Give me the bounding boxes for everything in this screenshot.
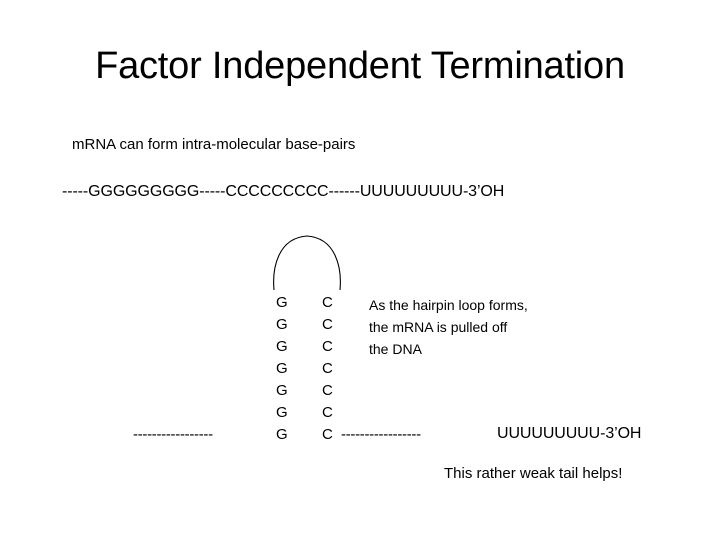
strand-dashes-left: ----------------- bbox=[133, 426, 213, 443]
basepair-row: G C bbox=[276, 380, 368, 402]
base-left: G bbox=[276, 426, 288, 443]
base-left: G bbox=[276, 316, 288, 333]
caption-text: This rather weak tail helps! bbox=[444, 465, 623, 482]
rna-sequence-line: -----GGGGGGGGG-----CCCCCCCCC------UUUUUU… bbox=[62, 183, 505, 200]
basepair-row: G C bbox=[276, 424, 368, 446]
annotation-line-1: As the hairpin loop forms, bbox=[369, 297, 528, 313]
basepair-row: G C bbox=[276, 314, 368, 336]
annotation-text: As the hairpin loop forms, the mRNA is p… bbox=[369, 294, 528, 360]
base-right: C bbox=[322, 316, 333, 333]
annotation-line-2: the mRNA is pulled off bbox=[369, 319, 508, 335]
basepair-row: G C bbox=[276, 292, 368, 314]
base-right: C bbox=[322, 338, 333, 355]
base-right: C bbox=[322, 360, 333, 377]
annotation-line-3: the DNA bbox=[369, 341, 422, 357]
base-right: C bbox=[322, 382, 333, 399]
loop-arch-path bbox=[273, 235, 341, 290]
base-left: G bbox=[276, 338, 288, 355]
page-title: Factor Independent Termination bbox=[95, 45, 625, 87]
poly-u-tail: UUUUUUUUU-3’OH bbox=[497, 425, 642, 442]
hairpin-loop-icon bbox=[262, 228, 352, 290]
basepair-ladder: G C G C G C G C G C G C G C bbox=[276, 292, 368, 446]
base-left: G bbox=[276, 294, 288, 311]
base-right: C bbox=[322, 426, 333, 443]
basepair-row: G C bbox=[276, 358, 368, 380]
base-left: G bbox=[276, 382, 288, 399]
basepair-row: G C bbox=[276, 336, 368, 358]
base-left: G bbox=[276, 360, 288, 377]
base-left: G bbox=[276, 404, 288, 421]
subtitle-text: mRNA can form intra-molecular base-pairs bbox=[72, 136, 356, 153]
base-right: C bbox=[322, 404, 333, 421]
base-right: C bbox=[322, 294, 333, 311]
basepair-row: G C bbox=[276, 402, 368, 424]
strand-dashes-right: ----------------- bbox=[341, 426, 421, 443]
